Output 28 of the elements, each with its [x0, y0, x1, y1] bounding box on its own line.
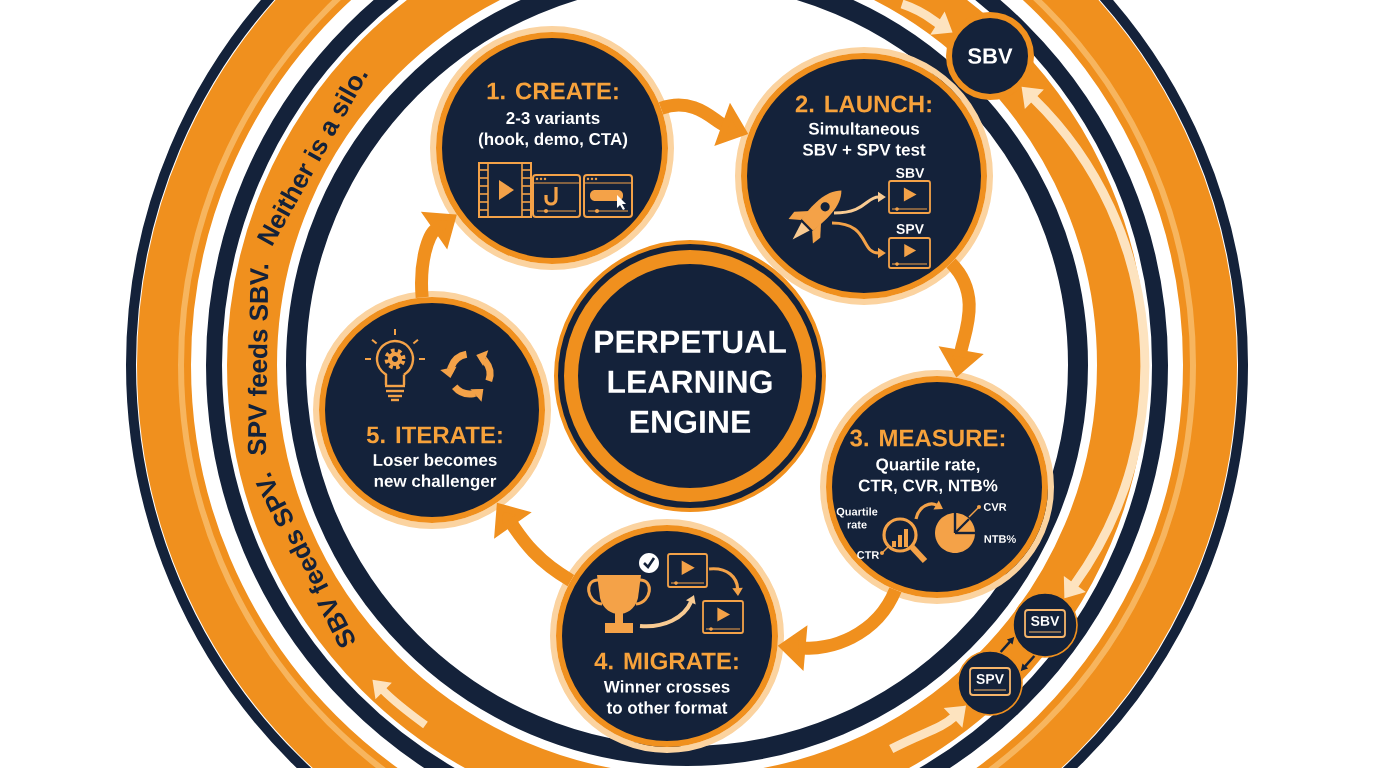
- step-title: 2. LAUNCH:: [795, 95, 931, 113]
- icon-label: CVR: [983, 503, 1007, 511]
- step-description: Simultaneous SBV + SPV test: [802, 122, 926, 156]
- step-description: Winner crosses to other format: [603, 680, 730, 714]
- format-circle: [1012, 592, 1078, 658]
- icon-label: SBV: [896, 168, 925, 178]
- hub-circle: [554, 240, 826, 512]
- icon-label: NTB%: [984, 535, 1016, 543]
- step-circle: [313, 291, 551, 529]
- screen-label: SPV: [969, 667, 1011, 696]
- icon-label: CTR: [857, 551, 880, 559]
- step-title: 3. MEASURE:: [850, 429, 1005, 447]
- step-circle: [430, 26, 674, 270]
- step-title: 1. CREATE:: [487, 82, 618, 100]
- step-circle: [820, 370, 1054, 604]
- step-description: Quartile rate, CTR, CVR, NTB%: [858, 458, 998, 494]
- step-title: 5. ITERATE:: [366, 426, 502, 444]
- icon-label: SPV: [896, 224, 924, 234]
- band-text: SPV feeds SBV.: [247, 264, 269, 455]
- screen-label: SBV: [1024, 609, 1066, 638]
- step-description: Loser becomes new challenger: [373, 453, 497, 491]
- band-text: SBV feeds SPV.: [255, 472, 355, 648]
- step-circle: [550, 519, 784, 753]
- hub-title: PERPETUAL LEARNING ENGINE: [595, 330, 786, 434]
- icon-label: Quartile rate: [836, 507, 878, 529]
- step-description: 2-3 variants (hook, demo, CTA): [478, 111, 628, 149]
- format-circle: [957, 650, 1023, 716]
- step-title: 4. MIGRATE:: [594, 652, 738, 670]
